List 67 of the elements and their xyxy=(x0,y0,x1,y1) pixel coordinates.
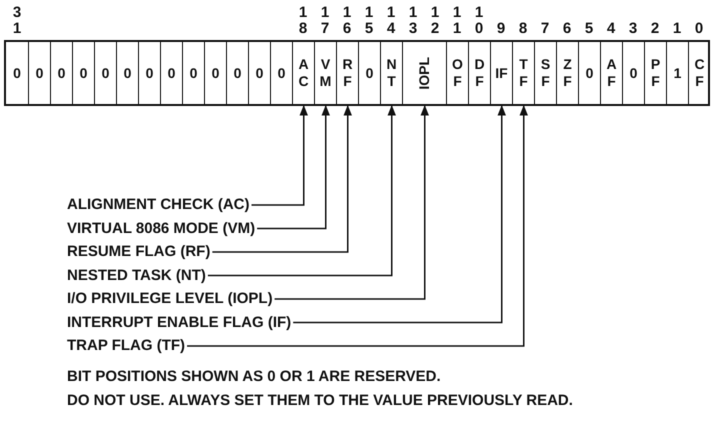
bit-field-cell: TF xyxy=(512,42,534,104)
leader-arrow xyxy=(208,105,396,276)
bit-number: 11 xyxy=(452,5,462,37)
note-text: DO NOT USE. ALWAYS SET THEM TO THE VALUE PREVIOUSLY READ. xyxy=(67,392,573,410)
bit-field-cell: NT xyxy=(380,42,402,104)
bit-number: 18 xyxy=(298,5,308,37)
bit-number: 12 xyxy=(430,5,440,37)
bit-field-cell: 0 xyxy=(358,42,380,104)
bit-number: 14 xyxy=(386,5,396,37)
flag-description: I/O PRIVILEGE LEVEL (IOPL) xyxy=(67,290,273,308)
flag-description: ALIGNMENT CHECK (AC) xyxy=(67,196,250,214)
bit-field-cell: VM xyxy=(314,42,336,104)
bit-number: 16 xyxy=(342,5,352,37)
bit-number: 0 xyxy=(694,21,704,37)
leader-arrow xyxy=(212,105,352,253)
flag-description: NESTED TASK (NT) xyxy=(67,266,206,284)
bit-number: 2 xyxy=(650,21,660,37)
bit-field-cell: 0 xyxy=(50,42,72,104)
bit-field-cell: 0 xyxy=(72,42,94,104)
bit-field-cell: 0 xyxy=(160,42,182,104)
bit-number: 17 xyxy=(320,5,330,37)
bit-field-cell: 0 xyxy=(248,42,270,104)
bit-field-cell: OF xyxy=(446,42,468,104)
bit-field-cell: 1 xyxy=(666,42,688,104)
bit-field-cell: 0 xyxy=(578,42,600,104)
bit-field-cell: 0 xyxy=(270,42,292,104)
leader-arrow xyxy=(251,105,308,206)
bit-field-cell: AF xyxy=(600,42,622,104)
note-text: BIT POSITIONS SHOWN AS 0 OR 1 ARE RESERVED. xyxy=(67,368,441,386)
bit-number: 8 xyxy=(518,21,528,37)
flag-description: VIRTUAL 8086 MODE (VM) xyxy=(67,220,256,238)
bit-field-cell: AC xyxy=(292,42,314,104)
bit-field-cell: 0 xyxy=(116,42,138,104)
bit-field-cell: DF xyxy=(468,42,490,104)
bit-field-cell: CF xyxy=(688,42,710,104)
bit-field-cell: 0 xyxy=(138,42,160,104)
bit-number: 5 xyxy=(584,21,594,37)
bit-field-cell: 0 xyxy=(28,42,50,104)
bit-field-cell: RF xyxy=(336,42,358,104)
bit-number: 13 xyxy=(408,5,418,37)
leader-arrow xyxy=(187,105,528,347)
bit-number: 3 xyxy=(628,21,638,37)
bit-field-cell: IF xyxy=(490,42,512,104)
bit-number: 9 xyxy=(496,21,506,37)
flag-description: RESUME FLAG (RF) xyxy=(67,243,210,261)
bit-number: 15 xyxy=(364,5,374,37)
bit-number: 31 xyxy=(12,5,22,37)
bit-number: 1 xyxy=(672,21,682,37)
bit-field-cell: 0 xyxy=(6,42,28,104)
flag-description: INTERRUPT ENABLE FLAG (IF) xyxy=(67,314,292,332)
bit-number: 6 xyxy=(562,21,572,37)
leader-arrow xyxy=(274,105,429,300)
bit-number: 4 xyxy=(606,21,616,37)
flag-description: TRAP FLAG (TF) xyxy=(67,337,186,355)
bit-field-cell: 0 xyxy=(622,42,644,104)
bit-field-cell: IOPL xyxy=(402,42,446,104)
bit-field-cell: 0 xyxy=(94,42,116,104)
leader-arrow xyxy=(293,105,506,324)
bit-field-cell: ZF xyxy=(556,42,578,104)
bit-number: 10 xyxy=(474,5,484,37)
bit-field-cell: SF xyxy=(534,42,556,104)
bit-field-cell: 0 xyxy=(204,42,226,104)
bit-field-cell: 0 xyxy=(182,42,204,104)
leader-arrow xyxy=(257,105,330,230)
bit-number: 7 xyxy=(540,21,550,37)
bit-field-cell: 0 xyxy=(226,42,248,104)
bit-field-cell: PF xyxy=(644,42,666,104)
